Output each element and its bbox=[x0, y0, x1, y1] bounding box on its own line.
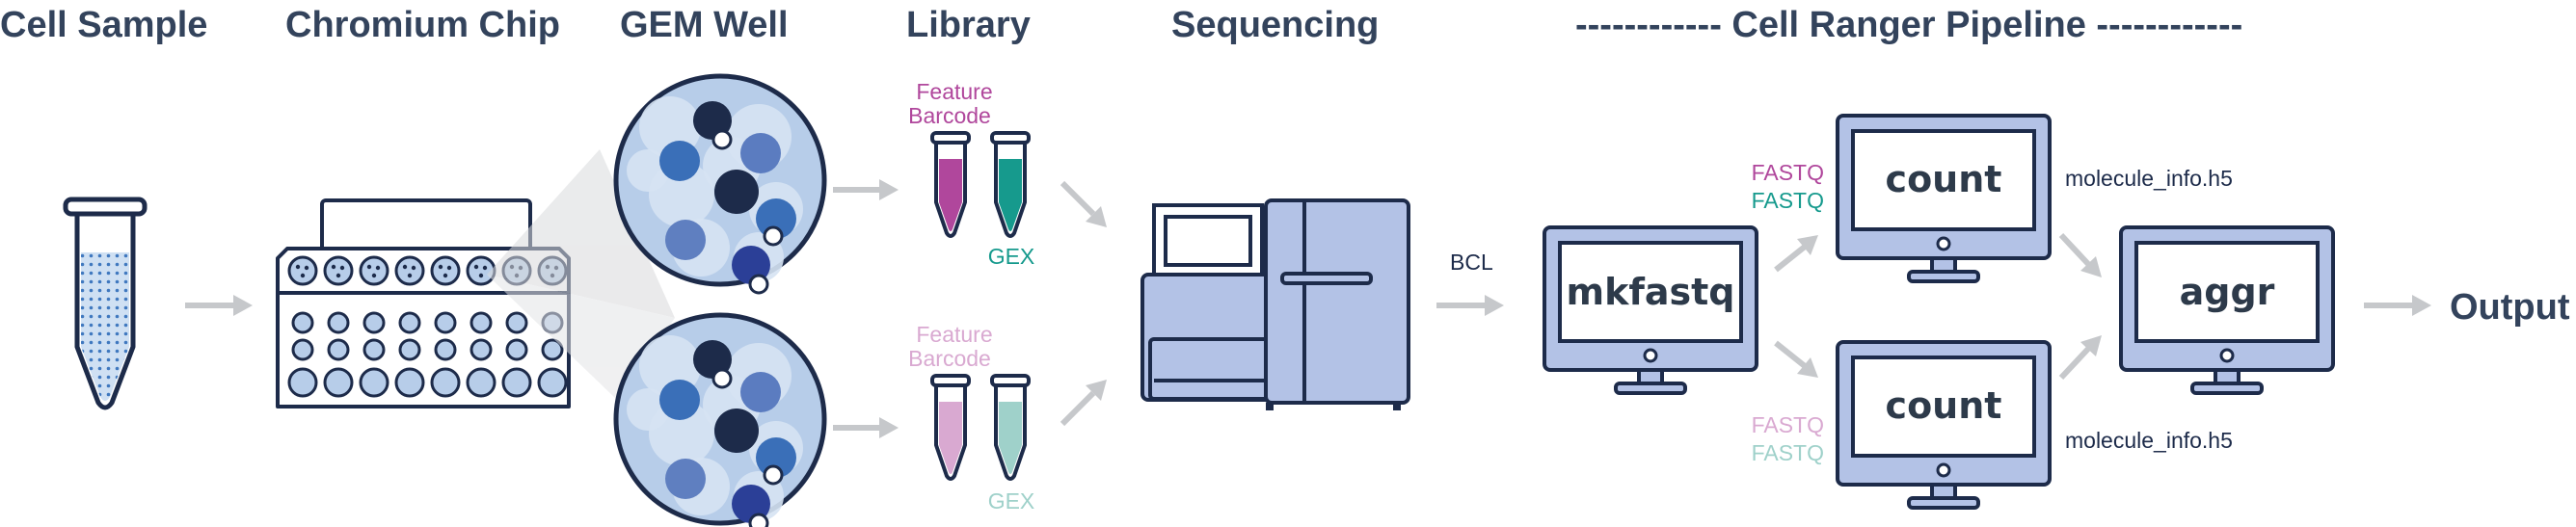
chip-well bbox=[362, 338, 386, 361]
library-top-feature-label: Feature bbox=[916, 79, 992, 104]
arrow-gem-to-library-top bbox=[833, 179, 899, 200]
arrow-library-bottom-to-sequencer bbox=[1060, 380, 1107, 427]
chip-well bbox=[291, 338, 314, 361]
arrow-sequencer-to-mkfastq bbox=[1436, 295, 1504, 316]
chip-well bbox=[537, 367, 568, 398]
chip-loaded-well bbox=[394, 255, 425, 286]
library-bottom-barcode-label: Barcode bbox=[908, 346, 991, 371]
molecule-info-top-label: molecule_info.h5 bbox=[2065, 166, 2233, 191]
arrow-gem-to-library-bottom bbox=[833, 417, 899, 438]
bcl-label: BCL bbox=[1450, 250, 1493, 275]
count-top-label: count bbox=[1886, 158, 2002, 200]
chip-well bbox=[541, 338, 564, 361]
chip-well bbox=[287, 367, 318, 398]
library-bottom-feature-label: Feature bbox=[916, 322, 992, 347]
header-cell-sample: Cell Sample bbox=[0, 5, 207, 45]
library-top-gex-label: GEX bbox=[988, 244, 1035, 269]
chip-loaded-well bbox=[287, 255, 318, 286]
arrow-mkfastq-to-count-bottom bbox=[1774, 340, 1818, 378]
aggr-label: aggr bbox=[2180, 271, 2275, 313]
library-bottom-feature-tube-icon bbox=[930, 374, 971, 481]
library-top-feature-tube-icon bbox=[930, 131, 971, 238]
output-label: Output bbox=[2450, 287, 2570, 328]
arrow-aggr-to-output bbox=[2364, 295, 2431, 316]
chip-well bbox=[398, 338, 421, 361]
count-top-monitor-icon bbox=[1836, 114, 2052, 283]
chip-well bbox=[470, 338, 493, 361]
arrow-count-bottom-to-aggr bbox=[2058, 335, 2102, 381]
sequencer-icon bbox=[1140, 198, 1410, 410]
fastq-bottom-feature-label: FASTQ bbox=[1752, 412, 1824, 437]
mkfastq-monitor-icon bbox=[1543, 225, 1758, 395]
fastq-top-gex-label: FASTQ bbox=[1752, 188, 1824, 213]
library-bottom-gex-tube-icon bbox=[990, 374, 1031, 481]
mkfastq-label: mkfastq bbox=[1566, 271, 1734, 313]
arrow-library-top-to-sequencer bbox=[1060, 180, 1107, 227]
gem-well-bottom-icon bbox=[613, 312, 827, 527]
fastq-top-feature-label: FASTQ bbox=[1752, 160, 1824, 185]
fastq-bottom-gex-label: FASTQ bbox=[1752, 440, 1824, 465]
chip-well bbox=[291, 311, 314, 334]
chip-well bbox=[434, 311, 457, 334]
header-gem-well: GEM Well bbox=[620, 5, 789, 45]
arrow-count-top-to-aggr bbox=[2058, 232, 2102, 277]
chip-loaded-well bbox=[430, 255, 461, 286]
chip-well bbox=[327, 311, 350, 334]
chip-well bbox=[434, 338, 457, 361]
aggr-monitor-icon bbox=[2119, 225, 2335, 395]
library-bottom-gex-label: GEX bbox=[988, 488, 1035, 514]
header-cell-ranger-pipeline: ------------ Cell Ranger Pipeline ------… bbox=[1575, 5, 2242, 45]
count-bottom-monitor-icon bbox=[1836, 340, 2052, 510]
header-chromium-chip: Chromium Chip bbox=[285, 5, 560, 45]
chip-well bbox=[362, 311, 386, 334]
molecule-info-bottom-label: molecule_info.h5 bbox=[2065, 428, 2233, 453]
chip-well bbox=[327, 338, 350, 361]
chip-well bbox=[394, 367, 425, 398]
chip-well bbox=[501, 367, 532, 398]
arrow-sample-to-chip bbox=[185, 295, 253, 316]
gem-well-top-icon bbox=[613, 73, 827, 295]
chip-well bbox=[359, 367, 389, 398]
chip-loaded-well bbox=[323, 255, 354, 286]
chip-well bbox=[505, 338, 528, 361]
chip-well bbox=[505, 311, 528, 334]
header-library: Library bbox=[906, 5, 1031, 45]
chip-well bbox=[323, 367, 354, 398]
header-sequencing: Sequencing bbox=[1171, 5, 1379, 45]
cell-sample-tube-icon bbox=[63, 197, 148, 410]
chip-well bbox=[398, 311, 421, 334]
library-top-barcode-label: Barcode bbox=[908, 103, 991, 128]
library-top-gex-tube-icon bbox=[990, 131, 1031, 238]
chip-well bbox=[430, 367, 461, 398]
chip-well bbox=[466, 367, 496, 398]
count-bottom-label: count bbox=[1886, 384, 2002, 427]
arrow-mkfastq-to-count-top bbox=[1774, 235, 1818, 273]
chip-loaded-well bbox=[359, 255, 389, 286]
chip-well bbox=[470, 311, 493, 334]
